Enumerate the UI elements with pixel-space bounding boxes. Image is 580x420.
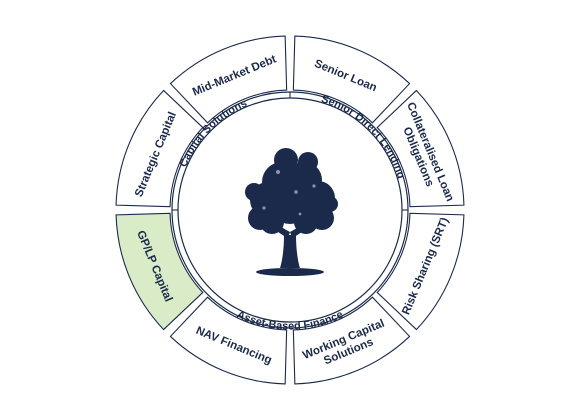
outer-segment-shape[interactable] bbox=[292, 35, 411, 124]
outer-segment-shape[interactable] bbox=[292, 296, 411, 385]
center-area bbox=[177, 97, 403, 323]
outer-segment-gp-lp-capital[interactable]: GP/LP Capital bbox=[115, 212, 204, 331]
outer-segment-nav-financing[interactable]: NAV Financing bbox=[169, 296, 288, 385]
outer-segment-shape[interactable] bbox=[115, 212, 204, 331]
outer-segment-senior-loan[interactable]: Senior Loan bbox=[292, 35, 411, 124]
outer-segment-shape[interactable] bbox=[169, 296, 288, 385]
outer-segment-mid-market-debt[interactable]: Mid-Market Debt bbox=[169, 35, 288, 124]
outer-segment-shape[interactable] bbox=[376, 212, 465, 331]
outer-segment-shape[interactable] bbox=[376, 89, 465, 208]
outer-segment-shape[interactable] bbox=[115, 89, 204, 208]
outer-segment-strategic-capital[interactable]: Strategic Capital bbox=[115, 89, 204, 208]
outer-segment-shape[interactable] bbox=[169, 35, 288, 124]
outer-segment-risk-sharing[interactable]: Risk Sharing (SRT) bbox=[376, 212, 465, 331]
oak-tree-icon bbox=[245, 148, 338, 276]
